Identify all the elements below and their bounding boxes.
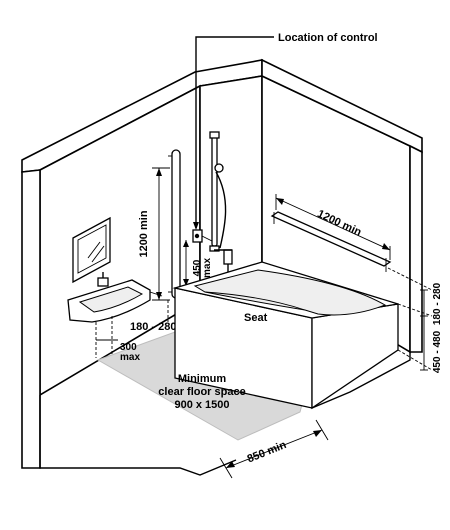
floor-extension: [397, 349, 433, 371]
wash-basin: [67, 272, 163, 323]
control-height-label: 450: [192, 259, 203, 276]
basin-offset-max-label: max: [120, 352, 140, 363]
control-callout-arrow: [193, 222, 199, 230]
bath-height-label: 450 - 480: [432, 330, 443, 373]
shower-rail: [209, 131, 227, 252]
floor-edge-right: [311, 352, 411, 409]
floor-dim-ext-right: [315, 419, 329, 441]
rail-height-label: 1200 min: [138, 210, 150, 257]
control-height-max-label: max: [202, 258, 213, 278]
clear-space-line-1: Minimum: [178, 373, 226, 385]
bath-top-extension: [397, 303, 433, 317]
floor-dim-arrow-left: [226, 461, 235, 468]
right-wall-edge: [409, 144, 423, 353]
floor-dim-arrow-right: [313, 430, 322, 437]
clear-space-line-3: 900 x 1500: [174, 399, 229, 411]
floor-width-label: 850 min: [246, 439, 289, 466]
rail-offset-label: 180 - 280: [130, 321, 176, 333]
floor-width-dim: [225, 429, 323, 469]
rail-height-dimension: [152, 167, 170, 301]
location-of-control-label: Location of control: [278, 32, 378, 44]
horizontal-grab-rail: [270, 211, 392, 272]
bath-rail-length-dimension: [275, 194, 391, 260]
control-dim-arrow-top: [183, 240, 189, 247]
basin-offset-label: 300: [120, 342, 137, 353]
bath: [172, 249, 399, 410]
left-wall-edge: [21, 169, 41, 469]
clear-space-line-2: clear floor space: [158, 386, 245, 398]
bath-rail-height-label: 180 - 280: [432, 282, 443, 325]
control-dim-arrow-bottom: [183, 279, 189, 286]
mirror: [72, 216, 111, 284]
floor-edge-left: [39, 395, 237, 476]
floor-dim-ext-left: [219, 457, 233, 479]
control-callout-leader: [195, 36, 274, 228]
rail-height-extension: [387, 267, 433, 291]
seat-label: Seat: [244, 312, 268, 324]
